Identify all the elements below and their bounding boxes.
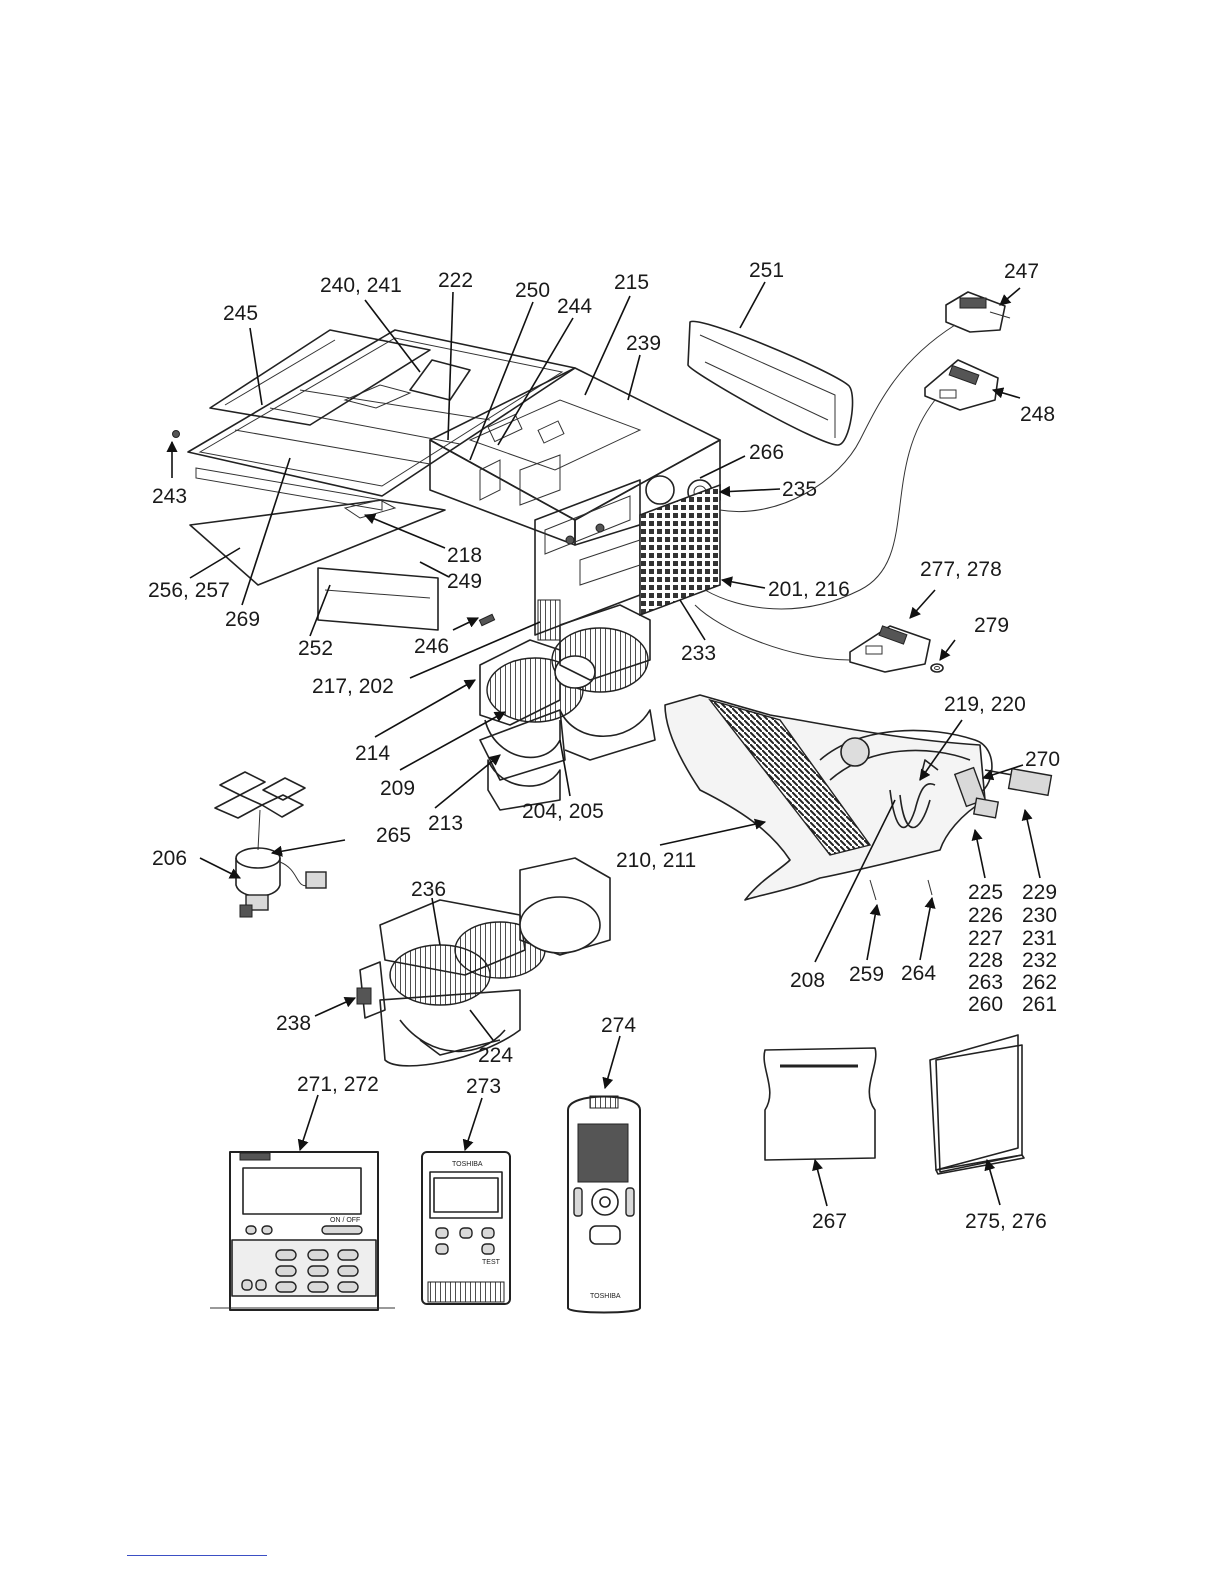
callout-224: 224 xyxy=(478,1044,513,1067)
sensor-cable-247 xyxy=(719,324,956,512)
callout-201-216: 201, 216 xyxy=(768,578,850,601)
callout-235: 235 xyxy=(782,478,817,501)
sensor-cable-248 xyxy=(704,399,936,610)
callout-279: 279 xyxy=(974,614,1009,637)
simple-remote-controller: TOSHIBA TEST xyxy=(421,1151,511,1305)
callout-227: 227 xyxy=(968,927,1003,950)
callout-240-241: 240, 241 xyxy=(320,274,402,297)
remote-274-brand: TOSHIBA xyxy=(590,1293,621,1300)
main-chassis-assembly xyxy=(172,329,721,641)
callout-248: 248 xyxy=(1020,403,1055,426)
callout-244: 244 xyxy=(557,295,592,318)
callout-230: 230 xyxy=(1022,904,1057,927)
callout-208: 208 xyxy=(790,969,825,992)
callout-270: 270 xyxy=(1025,748,1060,771)
callout-209: 209 xyxy=(380,777,415,800)
nut-279 xyxy=(930,663,944,673)
callout-262: 262 xyxy=(1022,971,1057,994)
callout-225: 225 xyxy=(968,881,1003,904)
drain-pump-assembly xyxy=(214,771,327,918)
callout-214: 214 xyxy=(355,742,390,765)
callout-210-211: 210, 211 xyxy=(616,849,696,872)
remote-273-brand: TOSHIBA xyxy=(452,1161,483,1168)
callout-233: 233 xyxy=(681,642,716,665)
sensor-module-277-278 xyxy=(849,625,931,673)
callout-264: 264 xyxy=(901,962,936,985)
callout-labels: 240, 241 222 250 244 215 251 247 245 239… xyxy=(148,259,1060,1233)
sensor-module-248 xyxy=(924,359,999,411)
wired-remote-controller: ON / OFF xyxy=(210,1151,395,1311)
callout-266: 266 xyxy=(749,441,784,464)
callout-273: 273 xyxy=(466,1075,501,1098)
callout-232: 232 xyxy=(1022,949,1057,972)
owners-manual-booklet xyxy=(929,1034,1025,1175)
callout-213: 213 xyxy=(428,812,463,835)
installation-manual xyxy=(763,1047,877,1161)
callout-247: 247 xyxy=(1004,260,1039,283)
callout-261: 261 xyxy=(1022,993,1057,1016)
callout-249: 249 xyxy=(447,570,482,593)
callout-229: 229 xyxy=(1022,881,1057,904)
handheld-remote-controller: TOSHIBA xyxy=(567,1095,641,1314)
callout-274: 274 xyxy=(601,1014,636,1037)
blower-lower xyxy=(356,857,611,1067)
callout-222: 222 xyxy=(438,269,473,292)
callout-236: 236 xyxy=(411,878,446,901)
callout-256-257: 256, 257 xyxy=(148,579,230,602)
remote-onoff-label: ON / OFF xyxy=(330,1217,360,1224)
callout-277-278: 277, 278 xyxy=(920,558,1002,581)
front-cover-part xyxy=(687,320,854,446)
callout-226: 226 xyxy=(968,904,1003,927)
sensor-module-247 xyxy=(945,291,1011,333)
footnote-separator-line xyxy=(127,1555,267,1556)
remote-273-test: TEST xyxy=(482,1259,501,1266)
callout-267: 267 xyxy=(812,1210,847,1233)
callout-231: 231 xyxy=(1022,927,1057,950)
callout-259: 259 xyxy=(849,963,884,986)
callout-251: 251 xyxy=(749,259,784,282)
callout-246: 246 xyxy=(414,635,449,658)
sensor-cable-277 xyxy=(694,604,851,661)
callout-219-220: 219, 220 xyxy=(944,693,1026,716)
callout-228: 228 xyxy=(968,949,1003,972)
callout-252: 252 xyxy=(298,637,333,660)
callout-217-202: 217, 202 xyxy=(312,675,394,698)
callout-206: 206 xyxy=(152,847,187,870)
callout-238: 238 xyxy=(276,1012,311,1035)
callout-215: 215 xyxy=(614,271,649,294)
callout-271-272: 271, 272 xyxy=(297,1073,379,1096)
callout-260: 260 xyxy=(968,993,1003,1016)
callout-239: 239 xyxy=(626,332,661,355)
callout-218: 218 xyxy=(447,544,482,567)
callout-243: 243 xyxy=(152,485,187,508)
callout-263: 263 xyxy=(968,971,1003,994)
callout-275-276: 275, 276 xyxy=(965,1210,1047,1233)
callout-265: 265 xyxy=(376,824,411,847)
callout-204-205: 204, 205 xyxy=(522,800,604,823)
callout-245: 245 xyxy=(223,302,258,325)
blower-upper xyxy=(479,604,656,811)
leader-lines xyxy=(166,281,1041,1207)
coil-assembly xyxy=(664,694,1053,901)
callout-269: 269 xyxy=(225,608,260,631)
callout-250: 250 xyxy=(515,279,550,302)
